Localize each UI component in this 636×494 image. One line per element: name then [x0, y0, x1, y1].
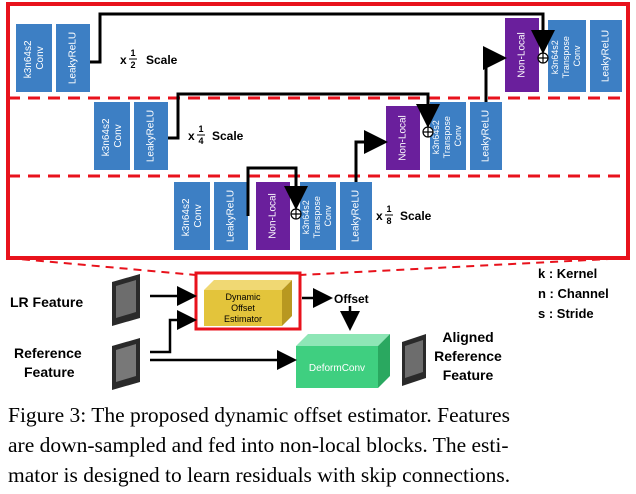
- deformconv-block: DeformConv: [296, 334, 390, 388]
- svg-text:Offset: Offset: [231, 303, 255, 313]
- svg-text:Feature: Feature: [24, 364, 75, 380]
- row3-leakyrelu-block: LeakyReLU: [214, 182, 248, 250]
- aligned-reference-feature-label: Aligned Reference Feature: [434, 329, 502, 383]
- svg-text:x: x: [376, 209, 383, 223]
- network-connections: [90, 12, 555, 216]
- svg-text:Non-Local: Non-Local: [268, 193, 279, 239]
- reference-feature-image: [112, 338, 140, 390]
- svg-text:k3n64s2 Transpose: k3n64s2 Transpose Conv: [301, 194, 333, 239]
- lr-feature-image: [112, 274, 140, 326]
- svg-text:LeakyReLU: LeakyReLU: [481, 110, 492, 162]
- row2-nonlocal-block: Non-Local: [386, 106, 420, 170]
- svg-text:k3n64s2 Conv: k3n64s2 Conv: [181, 196, 204, 237]
- svg-text:Offset: Offset: [334, 292, 369, 306]
- row1-output-leakyrelu-block: LeakyReLU: [590, 20, 622, 92]
- svg-text:k3n64s2 Conv: k3n64s2 Conv: [23, 38, 46, 79]
- svg-text:Non-Local: Non-Local: [517, 32, 528, 78]
- caption-line-2: are down-sampled and fed into non-local …: [8, 433, 509, 457]
- lr-feature-label: LR Feature: [10, 294, 83, 310]
- svg-text:Non-Local: Non-Local: [398, 115, 409, 161]
- svg-text:k3n64s2 Transpose: k3n64s2 Transpose Conv: [550, 34, 582, 79]
- row2-conv-block: k3n64s2 Conv: [94, 102, 130, 170]
- svg-text:LeakyReLU: LeakyReLU: [601, 30, 612, 82]
- svg-text:k3n64s2 Conv: k3n64s2 Conv: [101, 116, 124, 157]
- row2-transpose-block: k3n64s2 Transpose Conv: [430, 102, 466, 170]
- row2-output-leakyrelu-block: LeakyReLU: [470, 102, 502, 170]
- offset-label: Offset: [334, 292, 369, 306]
- svg-text:Reference: Reference: [14, 345, 82, 361]
- row3-transpose-block: k3n64s2 Transpose Conv: [300, 182, 336, 250]
- svg-text:k : Kernel: k : Kernel: [538, 266, 597, 281]
- reference-feature-label: Reference Feature: [14, 345, 82, 380]
- svg-text:1: 1: [130, 48, 135, 58]
- row1-conv-block: k3n64s2 Conv: [16, 24, 52, 92]
- dynamic-offset-estimator-block: Dynamic Offset Estimator: [204, 280, 292, 326]
- row3-conv-block: k3n64s2 Conv: [174, 182, 210, 250]
- row2-scale-label: x 1 4 Scale: [188, 124, 244, 146]
- sum-nodes: [290, 52, 549, 220]
- svg-text:k3n64s2 Transpose: k3n64s2 Transpose Conv: [431, 114, 463, 159]
- svg-text:4: 4: [198, 136, 203, 146]
- row3-output-leakyrelu-block: LeakyReLU: [340, 182, 372, 250]
- zoom-projection-lines: [7, 257, 629, 276]
- svg-text:Scale: Scale: [400, 209, 432, 223]
- caption-line-1: Figure 3: The proposed dynamic offset es…: [8, 403, 510, 427]
- svg-text:2: 2: [130, 60, 135, 70]
- svg-text:Scale: Scale: [212, 129, 244, 143]
- svg-text:x: x: [120, 53, 127, 67]
- estimator-detail-frame: [6, 2, 630, 260]
- row3-scale-label: x 1 8 Scale: [376, 204, 432, 226]
- svg-text:Aligned: Aligned: [442, 329, 493, 345]
- row1-scale-label: x 1 2 Scale: [120, 48, 178, 70]
- svg-text:LeakyReLU: LeakyReLU: [146, 110, 157, 162]
- svg-text:LR Feature: LR Feature: [10, 294, 83, 310]
- svg-text:Scale: Scale: [146, 53, 178, 67]
- legend: k : Kernel n : Channel s : Stride: [538, 266, 609, 321]
- aligned-feature-image: [402, 334, 426, 386]
- row3-nonlocal-block: Non-Local: [256, 182, 290, 250]
- row1-leakyrelu-block: LeakyReLU: [56, 24, 90, 92]
- figure-caption: Figure 3: The proposed dynamic offset es…: [8, 400, 630, 490]
- svg-text:DeformConv: DeformConv: [309, 363, 365, 374]
- svg-text:1: 1: [386, 204, 391, 214]
- row1-transpose-block: k3n64s2 Transpose Conv: [548, 20, 586, 92]
- row1-nonlocal-block: Non-Local: [505, 18, 539, 92]
- pipeline-arrows: [150, 286, 360, 370]
- svg-text:s : Stride: s : Stride: [538, 306, 594, 321]
- svg-text:8: 8: [386, 216, 391, 226]
- svg-text:LeakyReLU: LeakyReLU: [68, 32, 79, 84]
- svg-text:n : Channel: n : Channel: [538, 286, 609, 301]
- svg-text:x: x: [188, 129, 195, 143]
- svg-text:LeakyReLU: LeakyReLU: [351, 190, 362, 242]
- caption-line-3: mator is designed to learn residuals wit…: [8, 463, 511, 487]
- row2-leakyrelu-block: LeakyReLU: [134, 102, 168, 170]
- svg-text:Estimator: Estimator: [224, 314, 262, 324]
- svg-text:Feature: Feature: [443, 367, 494, 383]
- svg-text:1: 1: [198, 124, 203, 134]
- svg-text:Dynamic: Dynamic: [225, 292, 261, 302]
- svg-text:LeakyReLU: LeakyReLU: [226, 190, 237, 242]
- svg-text:Reference: Reference: [434, 348, 502, 364]
